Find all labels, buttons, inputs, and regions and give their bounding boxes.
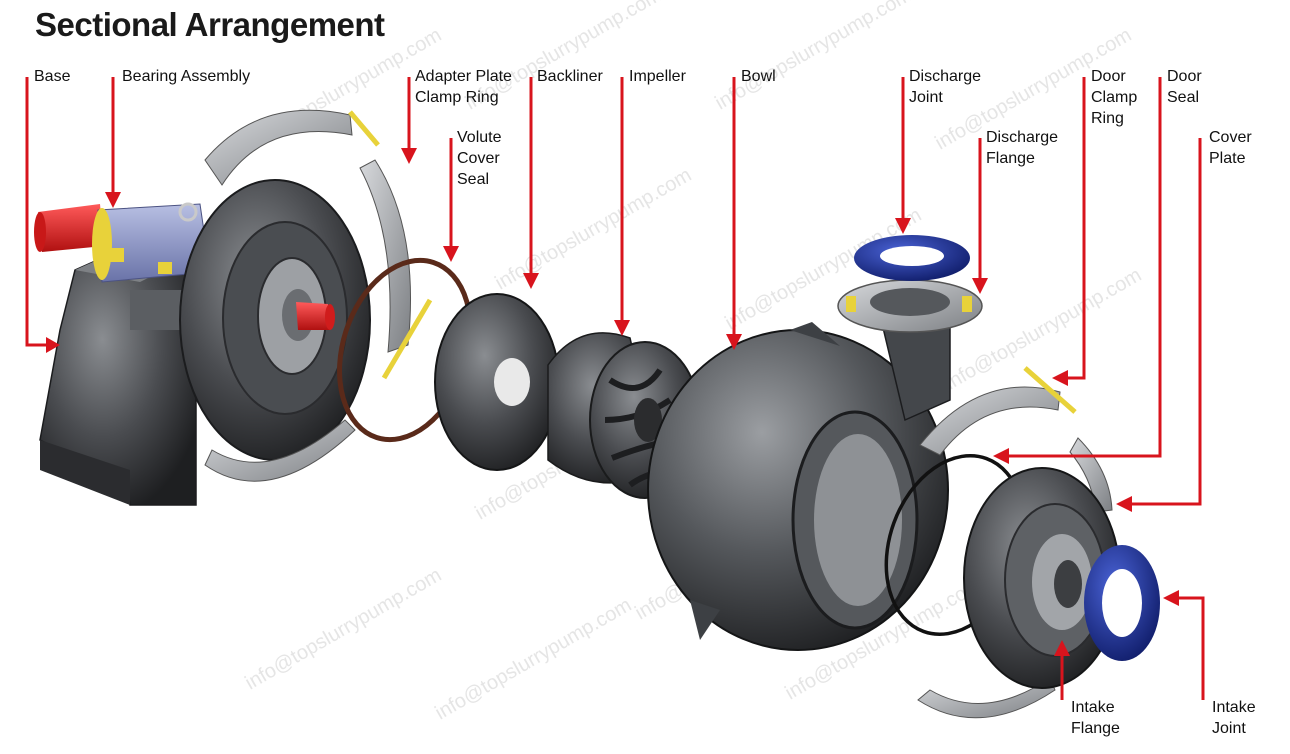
leader-door-seal [1005, 77, 1162, 458]
bowl-part [647, 283, 956, 651]
label-bearing-assembly: Bearing Assembly [122, 68, 251, 85]
shaft-rear-part [34, 204, 104, 252]
label-adapter-plate-clamp-ring: Adapter Plate Clamp Ring [415, 68, 512, 106]
watermark-text: info@topslurrypump.com [942, 264, 1146, 394]
arrowhead-icon [726, 334, 742, 350]
label-volute-cover-seal: Volute Cover Seal [457, 129, 502, 188]
arrowhead-icon [523, 273, 539, 289]
arrowhead-icon [401, 148, 417, 164]
watermark-text: info@topslurrypump.com [712, 0, 916, 114]
label-base: Base [34, 68, 71, 85]
watermark-text: info@topslurrypump.com [242, 564, 446, 694]
label-intake-flange: Intake Flange [1071, 699, 1120, 737]
arrowhead-icon [614, 320, 630, 336]
arrowhead-icon [972, 278, 988, 294]
label-discharge-joint: Discharge Joint [909, 68, 982, 106]
arrowhead-icon [105, 192, 121, 208]
label-bowl: Bowl [741, 68, 776, 85]
base-part [39, 249, 197, 506]
arrowhead-icons [46, 148, 1179, 656]
label-door-clamp-ring: Door Clamp Ring [1091, 68, 1138, 127]
label-intake-joint: Intake Joint [1212, 699, 1256, 737]
arrowhead-icon [895, 218, 911, 234]
arrowhead-icon [1052, 370, 1068, 386]
label-door-seal: Door Seal [1167, 68, 1202, 106]
cover-plate-part [963, 467, 1121, 689]
arrowhead-icon [1116, 496, 1132, 512]
discharge-flange-part [837, 279, 983, 333]
backliner-part [434, 293, 560, 471]
watermark-text: info@topslurrypump.com [432, 594, 636, 724]
watermark-text: info@topslurrypump.com [492, 164, 696, 294]
leader-intake-joint [1175, 596, 1205, 700]
arrowhead-icon [443, 246, 459, 262]
leader-lines [25, 77, 1205, 700]
discharge-joint-part [854, 235, 970, 281]
leader-door-clamp-ring [1064, 77, 1086, 380]
leader-base [25, 77, 50, 347]
arrowhead-icon [993, 448, 1009, 464]
arrowhead-icon [1054, 640, 1070, 656]
label-discharge-flange: Discharge Flange [986, 129, 1059, 167]
label-backliner: Backliner [537, 68, 603, 85]
arrowhead-icon [1163, 590, 1179, 606]
frame-plate-part [179, 179, 371, 461]
label-cover-plate: Cover Plate [1209, 129, 1252, 167]
intake-joint-part [1084, 545, 1160, 661]
label-impeller: Impeller [629, 68, 686, 85]
leader-cover-plate [1128, 138, 1202, 506]
adapter-clamp-ring-part [204, 109, 433, 482]
page-title: Sectional Arrangement [35, 6, 385, 43]
arrowhead-icon [46, 337, 60, 353]
